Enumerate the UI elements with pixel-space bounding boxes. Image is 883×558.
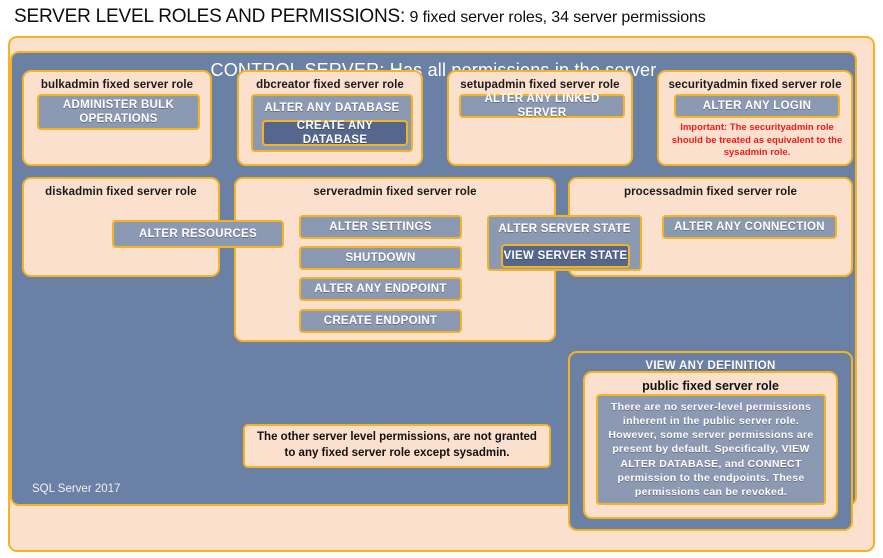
permission-chip-alter-resources[interactable]: ALTER RESOURCES [112, 220, 284, 248]
page-title-strong: SERVER LEVEL ROLES AND PERMISSIONS: [14, 6, 406, 27]
securityadmin-warning-note: Important: The securityadmin role should… [671, 122, 843, 159]
serveradmin-role-title: serveradmin fixed server role [313, 186, 477, 198]
permission-chip-alter-any-linked-server[interactable]: ALTER ANY LINKED SERVER [459, 93, 625, 119]
processadmin-role-title: processadmin fixed server role [623, 186, 798, 198]
dbcreator-role-box: dbcreator fixed server role ALTER ANY DA… [237, 70, 423, 166]
permission-chip-create-any-database[interactable]: CREATE ANY DATABASE [262, 120, 408, 146]
securityadmin-role-box: securityadmin fixed server role ALTER AN… [657, 70, 853, 166]
permission-chip-shutdown[interactable]: SHUTDOWN [299, 246, 462, 270]
bulkadmin-role-title: bulkadmin fixed server role [40, 79, 194, 91]
permission-chip-alter-any-endpoint[interactable]: ALTER ANY ENDPOINT [299, 277, 462, 301]
bulkadmin-role-box: bulkadmin fixed server role ADMINISTER B… [22, 70, 212, 166]
permission-chip-administer-bulk-operations[interactable]: ADMINISTER BULK OPERATIONS [37, 94, 200, 130]
permission-label-view-any-definition: VIEW ANY DEFINITION [645, 360, 776, 372]
permission-chip-view-server-state[interactable]: VIEW SERVER STATE [501, 244, 630, 268]
permission-chip-alter-any-connection[interactable]: ALTER ANY CONNECTION [662, 215, 837, 239]
sql-server-version-tag: SQL Server 2017 [32, 483, 121, 495]
permission-chip-alter-settings[interactable]: ALTER SETTINGS [299, 215, 462, 239]
permission-chip-create-endpoint[interactable]: CREATE ENDPOINT [299, 309, 462, 333]
dbcreator-role-title: dbcreator fixed server role [256, 79, 404, 91]
setupadmin-role-title: setupadmin fixed server role [460, 79, 620, 91]
page-title-subtitle: 9 fixed server roles, 34 server permissi… [405, 9, 706, 26]
other-permissions-note: The other server level permissions, are … [243, 424, 551, 468]
public-role-note: There are no server-level permissions in… [596, 394, 826, 505]
page-title: SERVER LEVEL ROLES AND PERMISSIONS: 9 fi… [14, 6, 874, 34]
public-role-title: public fixed server role [642, 379, 779, 393]
securityadmin-role-title: securityadmin fixed server role [668, 79, 842, 91]
setupadmin-role-box: setupadmin fixed server role ALTER ANY L… [447, 70, 633, 166]
diskadmin-role-title: diskadmin fixed server role [45, 186, 197, 198]
permission-chip-alter-any-login[interactable]: ALTER ANY LOGIN [674, 94, 840, 118]
